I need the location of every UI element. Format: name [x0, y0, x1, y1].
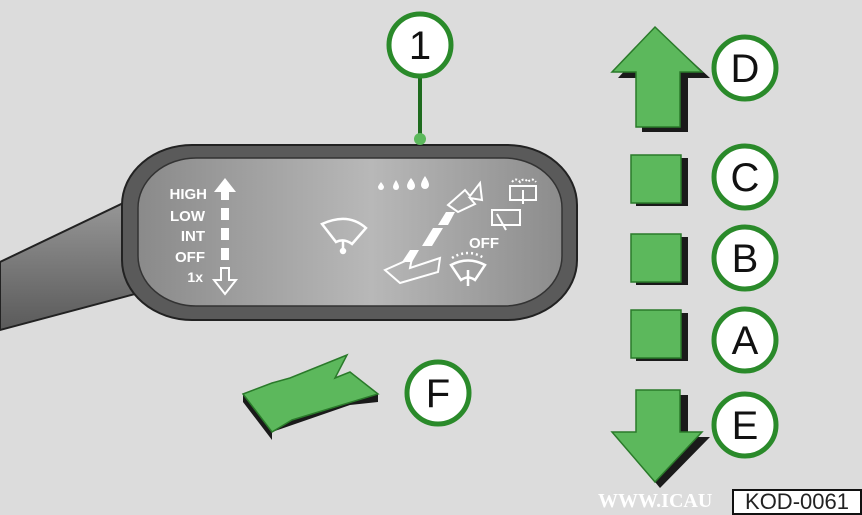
- rain-sensitivity-icon: [378, 176, 429, 190]
- label-high: HIGH: [170, 186, 208, 203]
- watermark: WWW.ICAU: [598, 490, 713, 512]
- svg-text:C: C: [731, 156, 760, 200]
- svg-text:D: D: [731, 47, 760, 91]
- position-c-square: [630, 154, 688, 206]
- position-scale-icon: [211, 178, 239, 296]
- lever-direction-icon: [383, 180, 484, 285]
- callout-1: 1: [409, 24, 431, 68]
- label-low: LOW: [170, 208, 206, 225]
- rear-wiper-icon: [491, 209, 521, 231]
- arrow-f-pull: [241, 353, 380, 440]
- position-a-square: [630, 309, 688, 361]
- callout-b: B: [711, 224, 779, 292]
- label-rear-off: OFF: [469, 235, 499, 252]
- position-b-square: [630, 233, 688, 285]
- rear-wiper-button-dot[interactable]: [414, 133, 426, 145]
- label-once: 1x: [187, 269, 203, 285]
- rear-washer-icon: [509, 178, 537, 204]
- svg-text:A: A: [732, 319, 759, 363]
- callout-a: A: [711, 306, 779, 374]
- svg-text:E: E: [732, 404, 759, 448]
- callout-f: F: [404, 359, 472, 427]
- svg-text:B: B: [732, 237, 759, 281]
- label-off: OFF: [175, 249, 205, 266]
- lever-face: [137, 157, 563, 307]
- callout-c: C: [711, 143, 779, 211]
- callout-d: D: [711, 34, 779, 102]
- arrow-e-down: [610, 389, 710, 488]
- figure-code: KOD-0061: [732, 489, 862, 515]
- svg-text:F: F: [426, 372, 450, 416]
- callout-1-circle: [386, 11, 454, 79]
- front-wiper-icon: [320, 217, 368, 255]
- front-washer-icon: [449, 251, 487, 286]
- arrow-d-up: [610, 25, 710, 132]
- callout-e: E: [711, 391, 779, 459]
- label-int: INT: [181, 228, 205, 245]
